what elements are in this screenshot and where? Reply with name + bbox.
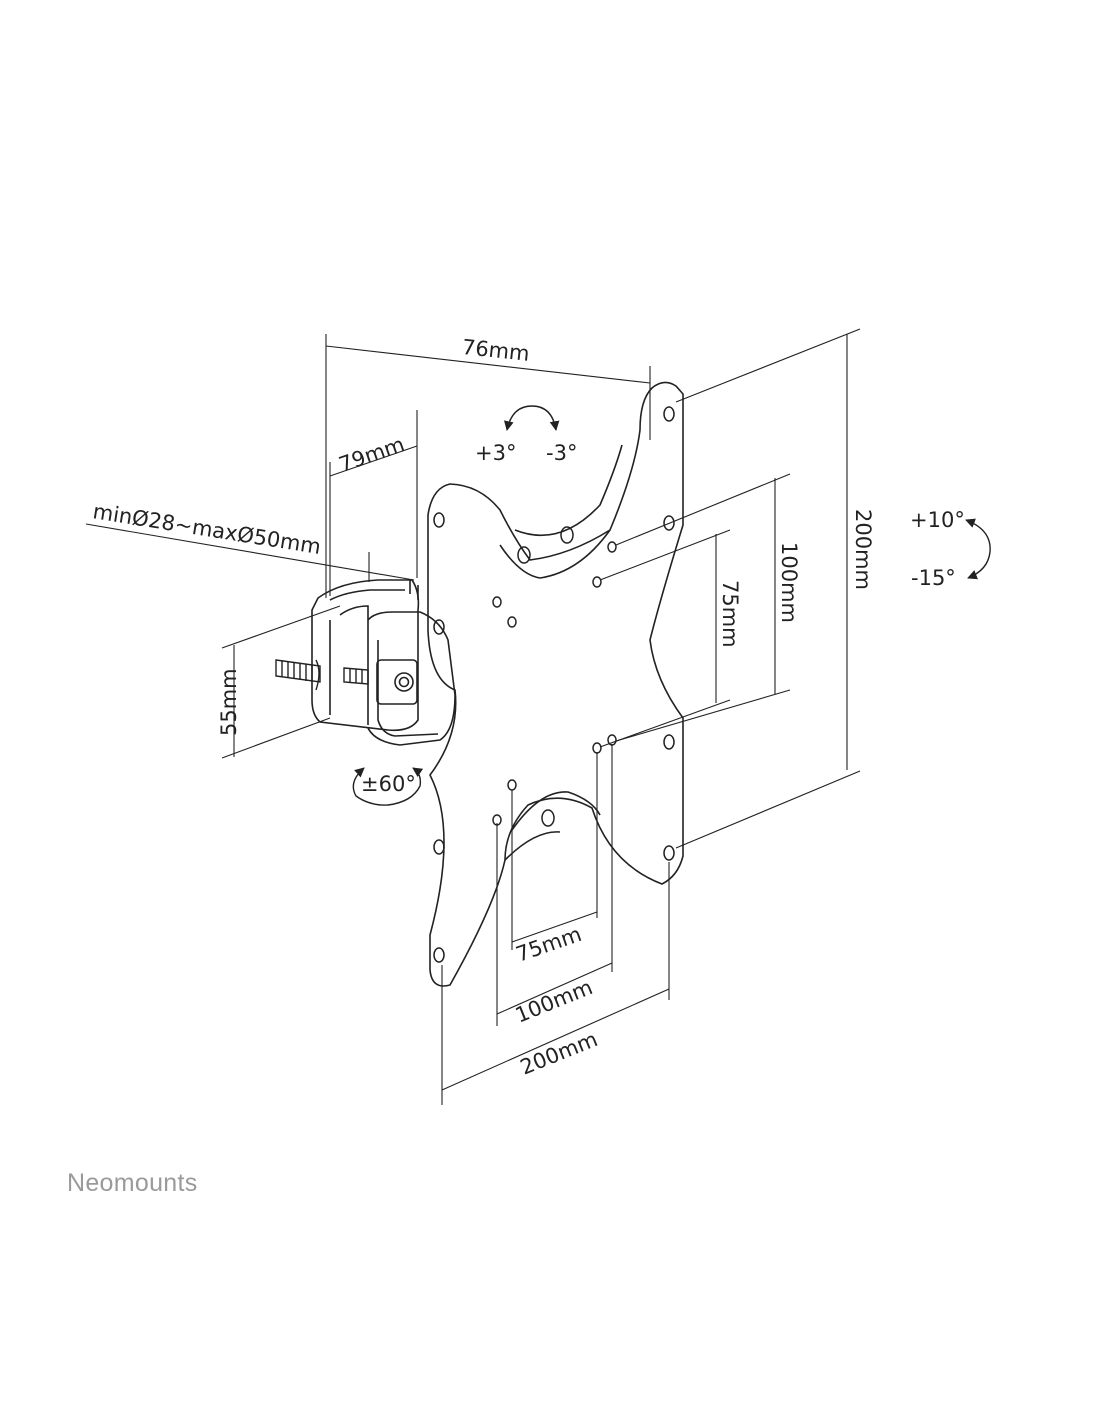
label-tilt-down: -15° [911,566,956,590]
label-arm-depth: 76mm [461,335,531,366]
dimension-lines [85,328,861,1105]
label-swivel-plus: +3° [475,441,516,465]
label-tilt-up: +10° [910,508,965,532]
rotate-arc [352,767,424,806]
label-vesa-v-75: 75mm [718,580,742,648]
swivel-arc [504,405,560,431]
label-pole-diameter: minØ28~maxØ50mm [91,499,322,559]
label-plate-height: 200mm [851,509,875,590]
pole-clamp [311,579,456,746]
label-rotate: ±60° [361,772,416,796]
tilt-arc [965,518,991,580]
label-clamp-height: 55mm [217,668,241,736]
label-clamp-depth: 79mm [336,432,408,477]
label-vesa-h-100: 100mm [512,975,596,1028]
clamp-bolts [275,659,369,691]
label-plate-width: 200mm [517,1027,601,1080]
label-swivel-minus: -3° [546,441,577,465]
vesa-plate [427,381,684,987]
rotation-arrows [352,405,991,806]
brand-logo: Neomounts [67,1169,198,1197]
plate-holes [433,406,675,963]
label-vesa-v-100: 100mm [777,542,801,623]
